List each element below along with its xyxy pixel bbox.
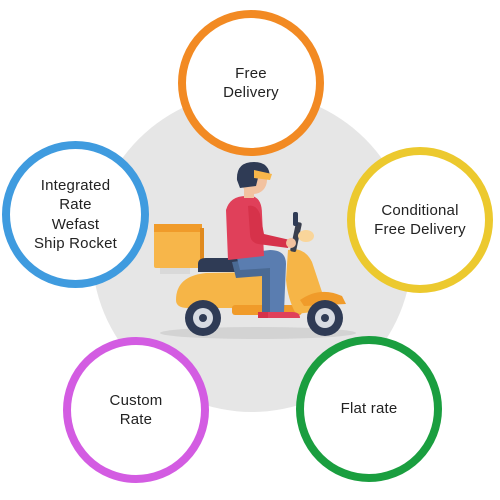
- integrated-rate-option: Integrated Rate Wefast Ship Rocket: [2, 141, 149, 288]
- integrated-rate-label: Integrated Rate Wefast Ship Rocket: [33, 176, 118, 253]
- custom-rate-option: Custom Rate: [63, 337, 209, 483]
- flat-rate-label: Flat rate: [340, 400, 398, 418]
- free-delivery-option: Free Delivery: [178, 10, 324, 156]
- flat-rate-option: Flat rate: [296, 336, 442, 482]
- rider-icon: [226, 162, 300, 318]
- scooter-icon: [176, 212, 346, 315]
- conditional-free-delivery-label: Conditional Free Delivery: [374, 201, 466, 239]
- delivery-box-icon: [154, 224, 204, 274]
- conditional-free-delivery-option: Conditional Free Delivery: [347, 147, 493, 293]
- front-wheel-icon: [307, 300, 343, 336]
- custom-rate-label: Custom Rate: [109, 391, 163, 429]
- free-delivery-label: Free Delivery: [223, 64, 279, 102]
- rear-wheel-icon: [185, 300, 221, 336]
